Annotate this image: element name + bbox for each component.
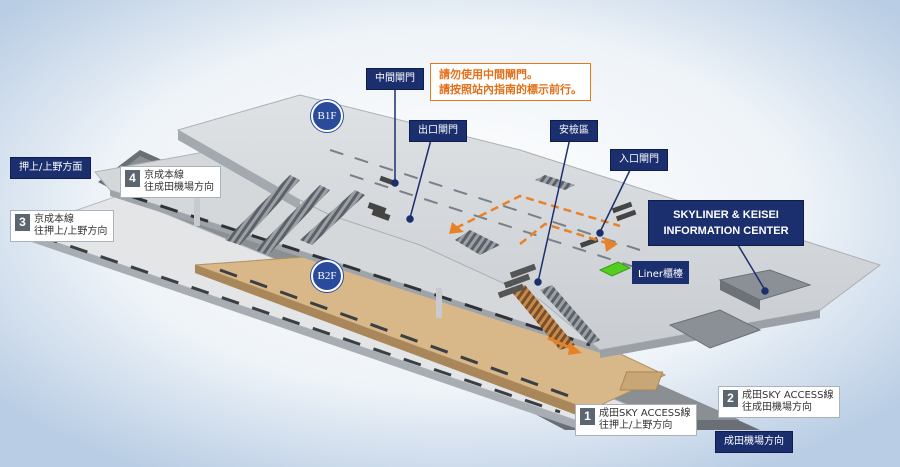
pillar: [194, 190, 442, 318]
exit-gate-label: 出口閘門: [409, 120, 467, 142]
b2f-badge: B2F: [311, 260, 343, 292]
platform-line: 京成本線: [34, 214, 74, 225]
platform-number: 3: [15, 214, 30, 231]
platform-direction: 往押上/上野方向: [599, 420, 673, 431]
info-center-line-1: SKYLINER & KEISEI: [673, 209, 779, 221]
platform-2-label: 2 成田SKY ACCESS線 往成田機場方向: [718, 386, 841, 418]
info-center-line-2: INFORMATION CENTER: [663, 225, 789, 237]
security-label: 安檢區: [550, 120, 598, 142]
platform-direction: 往成田機場方向: [742, 402, 812, 413]
direction-oshiage-ueno-label: 押上/上野方面: [10, 157, 92, 179]
entry-gate-label: 入口閘門: [610, 149, 668, 171]
platform-3-label: 3 京成本線 往押上/上野方向: [10, 210, 115, 242]
pointer-lines: [391, 88, 769, 295]
liner-counter: [598, 261, 632, 277]
direction-narita-airport-label: 成田機場方向: [715, 431, 793, 453]
stairs: [225, 175, 600, 350]
gates: [367, 175, 637, 299]
platform-direction: 往成田機場方向: [144, 182, 214, 193]
info-center-label: SKYLINER & KEISEI INFORMATION CENTER: [648, 200, 804, 246]
platform-line: 成田SKY ACCESS線: [742, 390, 834, 401]
platform-direction: 往押上/上野方向: [34, 226, 108, 237]
b2f-track-floor: [194, 249, 667, 420]
platform-line: 京成本線: [144, 170, 184, 181]
platform-line: 成田SKY ACCESS線: [599, 408, 691, 419]
warning-line-2: 請按照站內指南的標示前行。: [439, 83, 582, 96]
platform-number: 4: [125, 170, 140, 187]
warning-line-1: 請勿使用中間閘門。: [439, 68, 538, 81]
liner-counter-label: Liner櫃檯: [632, 261, 689, 284]
b1f-badge: B1F: [311, 100, 343, 132]
platform-number: 1: [580, 408, 595, 425]
mid-gate-label: 中間閘門: [366, 68, 424, 90]
info-center-room: [668, 269, 812, 349]
gate-warning-note: 請勿使用中間閘門。 請按照站內指南的標示前行。: [430, 63, 591, 101]
platform-4-label: 4 京成本線 往成田機場方向: [120, 166, 221, 198]
platform-number: 2: [723, 390, 738, 407]
route-arrows: [449, 194, 621, 355]
platform-1-label: 1 成田SKY ACCESS線 往押上/上野方向: [575, 404, 698, 436]
